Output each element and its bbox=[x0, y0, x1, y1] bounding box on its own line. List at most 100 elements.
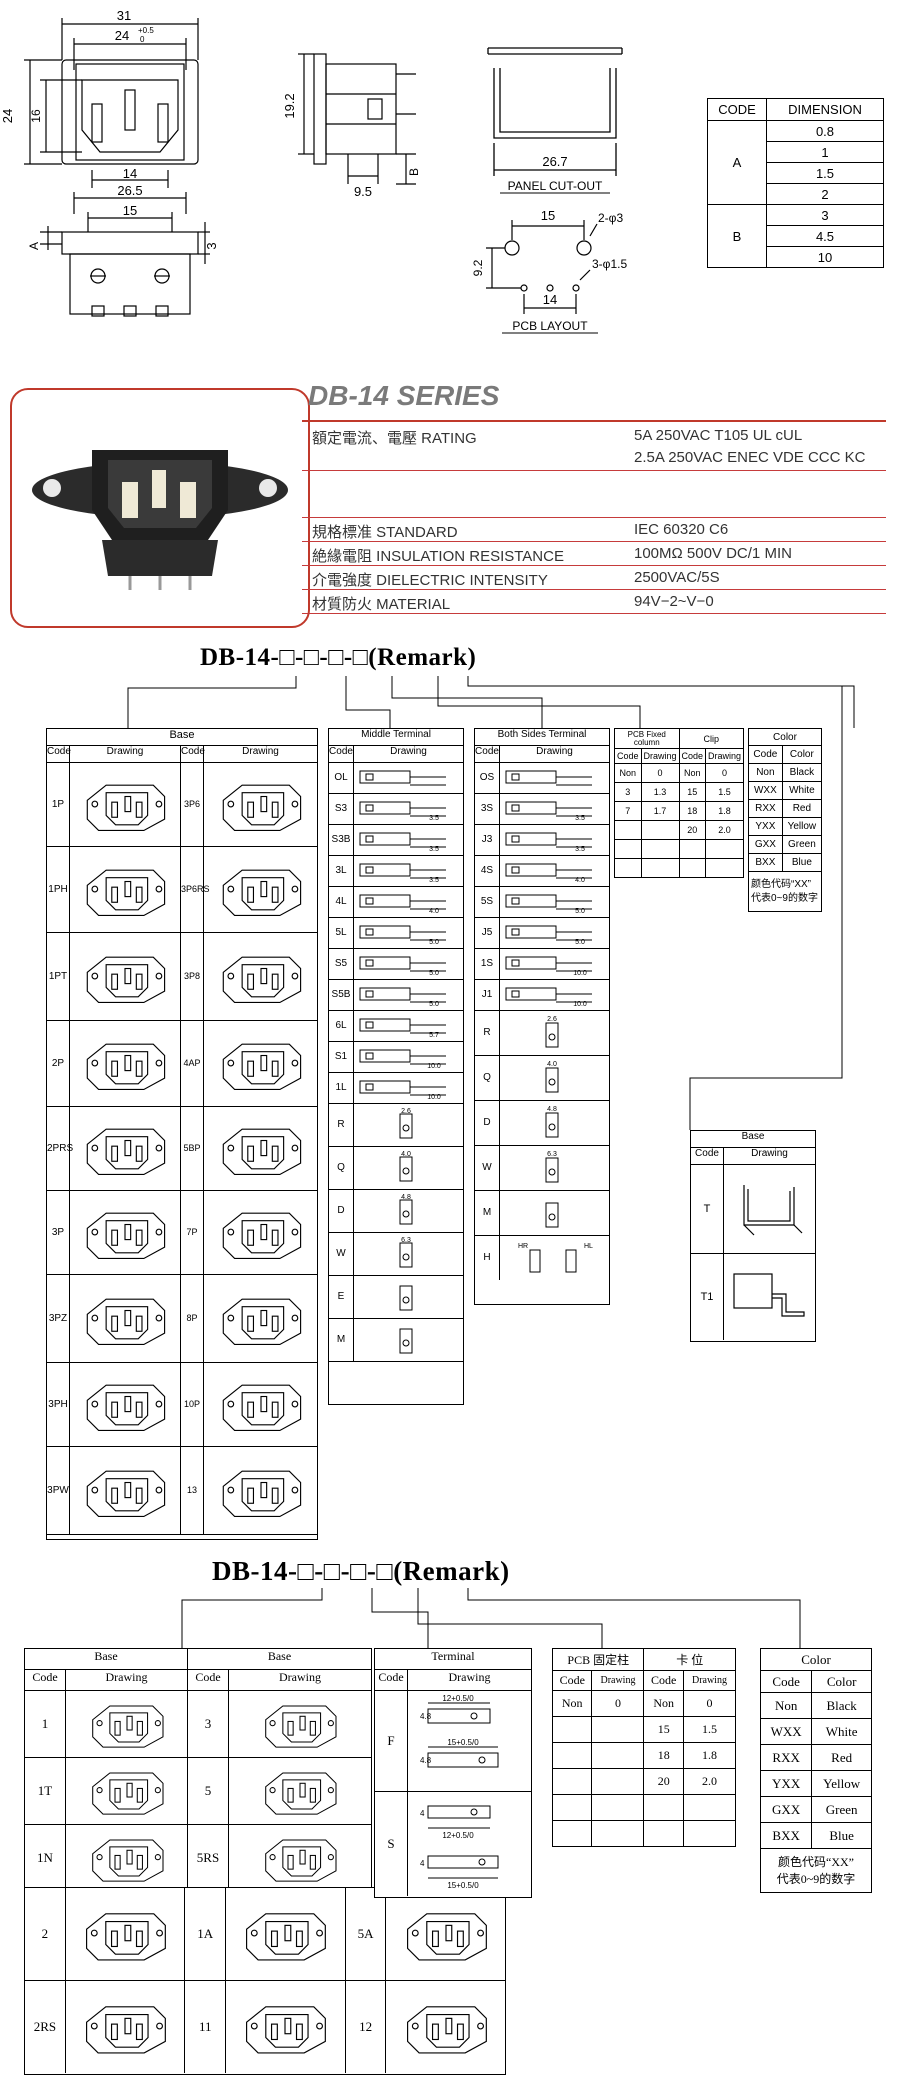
pcb-cell: 1.3 bbox=[640, 782, 680, 802]
both-drawing: 3.5 bbox=[500, 794, 609, 824]
base-drawing bbox=[70, 1191, 181, 1274]
pcb-cell: Non bbox=[678, 763, 707, 783]
clip-title: Clip bbox=[678, 728, 745, 749]
col-code: Code bbox=[329, 746, 354, 762]
color-name: White bbox=[811, 1718, 872, 1745]
middle-code: W bbox=[329, 1233, 354, 1275]
middle-code: S5B bbox=[329, 980, 354, 1010]
svg-text:PCB LAYOUT: PCB LAYOUT bbox=[512, 319, 588, 333]
both-code: J1 bbox=[475, 980, 500, 1010]
panel-cutout-drawing: 26.7 PANEL CUT-OUT bbox=[480, 38, 630, 198]
spec-value: 100MΩ 500V DC/1 MIN bbox=[634, 545, 792, 562]
base-drawing bbox=[66, 1888, 186, 1980]
col-code: Code bbox=[375, 1670, 408, 1690]
base-drawing bbox=[204, 847, 317, 932]
base-drawing bbox=[204, 1191, 317, 1274]
front-view-drawing: 31 24 +0.5 0 24 16 14 26.5 15 3 A bbox=[0, 0, 220, 335]
dim-table-header-dimension: DIMENSION bbox=[766, 98, 884, 121]
middle-code: E bbox=[329, 1276, 354, 1318]
pcb-cell: 20 bbox=[678, 820, 707, 840]
base-code: 1PH bbox=[47, 847, 70, 932]
color-note-line: 代表0~9的数字 bbox=[776, 1871, 856, 1886]
svg-text:19.2: 19.2 bbox=[282, 93, 297, 118]
pcb-cell: 7 bbox=[614, 801, 642, 821]
svg-text:9.5: 9.5 bbox=[354, 184, 372, 199]
svg-text:10.0: 10.0 bbox=[427, 1094, 441, 1101]
color-name: White bbox=[781, 781, 823, 800]
col-drawing: Drawing bbox=[279, 1670, 321, 1684]
color-code: RXX bbox=[748, 799, 783, 818]
color-name: Black bbox=[781, 763, 823, 782]
svg-text:24: 24 bbox=[0, 109, 15, 123]
svg-text:15+0.5/0: 15+0.5/0 bbox=[447, 1738, 479, 1747]
color-name: Red bbox=[781, 799, 823, 818]
base-drawing bbox=[204, 763, 317, 846]
middle-terminal-title: Middle Terminal bbox=[329, 729, 463, 746]
spec-value: 2500VAC/5S bbox=[634, 569, 720, 586]
col-code: Code bbox=[551, 1670, 593, 1691]
middle-code: 4L bbox=[329, 887, 354, 917]
pcb-cell: 15 bbox=[643, 1716, 684, 1743]
middle-code: S5 bbox=[329, 949, 354, 979]
pcb-cell: Non bbox=[643, 1690, 684, 1717]
pcb-title: PCB Fixed column bbox=[614, 728, 680, 749]
series-title: DB-14 SERIES bbox=[308, 380, 500, 411]
pcb-cell: 0 bbox=[640, 763, 680, 783]
col-drawing: Drawing bbox=[70, 746, 181, 762]
base-drawing bbox=[226, 1888, 346, 1980]
svg-text:3.5: 3.5 bbox=[575, 815, 585, 822]
middle-code: Q bbox=[329, 1147, 354, 1189]
middle-terminal-row: OL bbox=[329, 763, 463, 794]
spec-insulation: 絶緣電阻 INSULATION RESISTANCE 100MΩ 500V DC… bbox=[302, 542, 886, 566]
middle-drawing: 5.0 bbox=[354, 949, 463, 979]
base2-code: T bbox=[691, 1165, 724, 1253]
svg-text:3.5: 3.5 bbox=[429, 815, 439, 822]
base-drawing bbox=[70, 1275, 181, 1362]
spec-label: 絶緣電阻 INSULATION RESISTANCE bbox=[312, 548, 564, 565]
both-drawing bbox=[500, 763, 609, 793]
col-code: Code bbox=[181, 746, 205, 762]
pcb-cell: 1.8 bbox=[682, 1742, 737, 1769]
pcb-cell: 20 bbox=[643, 1768, 684, 1795]
spec-label: 額定電流、電壓 RATING bbox=[312, 430, 477, 447]
base-code: 2 bbox=[25, 1888, 66, 1980]
both-drawing: 3.5 bbox=[500, 825, 609, 855]
base-right-title: Base bbox=[267, 1649, 292, 1663]
base-drawing bbox=[66, 1981, 186, 2073]
color-code: GXX bbox=[748, 835, 783, 854]
col-drawing: Drawing bbox=[536, 746, 573, 757]
svg-text:4: 4 bbox=[420, 1809, 425, 1818]
both-terminal-title: Both Sides Terminal bbox=[475, 729, 609, 746]
middle-drawing: 2.6 bbox=[354, 1104, 463, 1146]
svg-text:4.8: 4.8 bbox=[547, 1106, 557, 1113]
both-code: D bbox=[475, 1101, 500, 1145]
ordering-code-1-leaders bbox=[127, 676, 855, 1130]
base-code: 3PW bbox=[47, 1447, 70, 1534]
svg-text:PANEL CUT-OUT: PANEL CUT-OUT bbox=[508, 179, 603, 193]
color-code: BXX bbox=[759, 1822, 813, 1849]
spec-rating-spacer bbox=[302, 471, 886, 518]
terminal-code: F bbox=[375, 1691, 408, 1791]
middle-code: S3 bbox=[329, 794, 354, 824]
dim-code-a: A bbox=[707, 120, 767, 205]
svg-text:4.0: 4.0 bbox=[547, 1061, 557, 1068]
col-drawing: Drawing bbox=[591, 1670, 645, 1691]
pcb-cell bbox=[591, 1742, 645, 1769]
pcb-cell: 1.5 bbox=[705, 782, 745, 802]
